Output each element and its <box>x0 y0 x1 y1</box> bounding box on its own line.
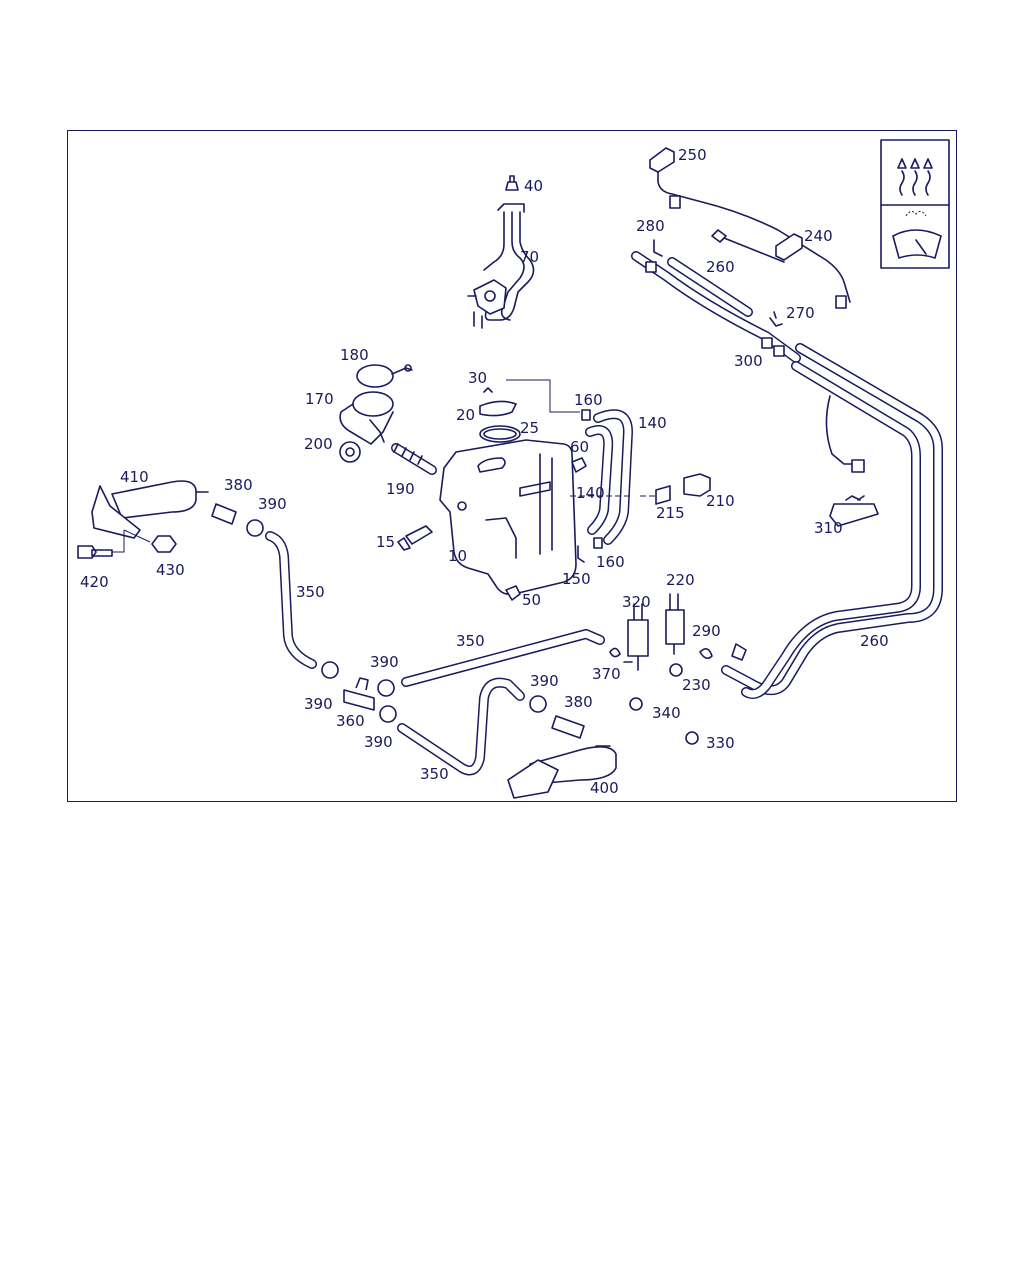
part-230-290-parts <box>669 648 713 677</box>
label-25: 25 <box>520 419 539 437</box>
label-30: 30 <box>468 369 487 387</box>
part-260-hose-short <box>667 257 753 317</box>
part-140-hoses <box>581 409 633 549</box>
label-200: 200 <box>304 435 333 453</box>
symbol-box <box>880 139 950 269</box>
label-390-e: 390 <box>530 672 559 690</box>
part-350-hose-left <box>265 531 317 669</box>
label-20: 20 <box>456 406 475 424</box>
label-380-left: 380 <box>224 476 253 494</box>
label-160-top: 160 <box>574 391 603 409</box>
label-150: 150 <box>562 570 591 588</box>
label-390-a: 390 <box>258 495 287 513</box>
part-40-50-60-fittings <box>505 457 587 601</box>
label-350-left: 350 <box>296 583 325 601</box>
label-240: 240 <box>804 227 833 245</box>
part-10-reservoir <box>439 439 577 596</box>
part-310-switch <box>825 395 879 527</box>
diagram-frame <box>67 130 957 802</box>
label-10: 10 <box>448 547 467 565</box>
label-290: 290 <box>692 622 721 640</box>
part-250-nozzle <box>649 147 851 309</box>
part-300-hose <box>631 251 801 363</box>
part-70-valve-assembly <box>467 203 535 329</box>
label-430: 430 <box>156 561 185 579</box>
label-350-middle: 350 <box>456 632 485 650</box>
label-370: 370 <box>592 665 621 683</box>
label-360: 360 <box>336 712 365 730</box>
label-60: 60 <box>570 438 589 456</box>
label-300: 300 <box>734 352 763 370</box>
label-140-top: 140 <box>638 414 667 432</box>
label-350-bottom: 350 <box>420 765 449 783</box>
part-150-clip <box>577 545 585 563</box>
part-20-25-30-cover-seal <box>479 379 580 443</box>
part-320-pump <box>623 603 649 671</box>
label-170: 170 <box>305 390 334 408</box>
part-200-nut <box>339 441 361 463</box>
label-330: 330 <box>706 734 735 752</box>
label-390-c: 390 <box>370 653 399 671</box>
label-210: 210 <box>706 492 735 510</box>
part-270-fitting <box>769 311 783 327</box>
part-40-cap <box>505 175 519 191</box>
part-170-filler-neck <box>339 391 394 445</box>
label-310: 310 <box>814 519 843 537</box>
part-15-bolt <box>397 525 433 551</box>
label-270: 270 <box>786 304 815 322</box>
label-15: 15 <box>376 533 395 551</box>
part-280-connector <box>653 239 663 257</box>
label-250: 250 <box>678 146 707 164</box>
label-260-top: 260 <box>706 258 735 276</box>
heated-spray-icon <box>897 158 933 196</box>
part-260-hose-long <box>721 343 943 699</box>
part-380-connectors <box>211 503 585 739</box>
label-190: 190 <box>386 480 415 498</box>
label-50: 50 <box>522 591 541 609</box>
part-400-nozzle <box>507 745 617 799</box>
part-420-430-fasteners <box>77 535 177 559</box>
part-labels: 10 15 20 25 30 40 50 60 70 140 140 150 1… <box>80 146 889 797</box>
part-350-hose-bottom <box>397 677 525 776</box>
label-220: 220 <box>666 571 695 589</box>
part-410-nozzle <box>91 480 209 553</box>
part-220-pump <box>665 593 685 655</box>
label-410: 410 <box>120 468 149 486</box>
part-190-hose <box>391 443 437 475</box>
label-320: 320 <box>622 593 651 611</box>
label-280: 280 <box>636 217 665 235</box>
part-210-215-sensor <box>570 473 711 505</box>
part-340-330-370-parts <box>609 647 699 745</box>
part-360-tee <box>343 677 375 711</box>
label-380-right: 380 <box>564 693 593 711</box>
label-40: 40 <box>524 177 543 195</box>
label-215: 215 <box>656 504 685 522</box>
label-70: 70 <box>520 248 539 266</box>
windshield-washer-icon <box>892 210 942 259</box>
label-230: 230 <box>682 676 711 694</box>
part-180-cap <box>356 364 413 388</box>
label-140-lower: 140 <box>576 484 605 502</box>
label-390-d: 390 <box>364 733 393 751</box>
label-400: 400 <box>590 779 619 797</box>
part-390-clamps <box>246 519 547 723</box>
label-160-bottom: 160 <box>596 553 625 571</box>
part-350-hose-middle <box>401 629 605 687</box>
label-260-bottom: 260 <box>860 632 889 650</box>
label-420: 420 <box>80 573 109 591</box>
part-240-nozzle <box>711 229 803 263</box>
label-180: 180 <box>340 346 369 364</box>
label-340: 340 <box>652 704 681 722</box>
label-390-b: 390 <box>304 695 333 713</box>
